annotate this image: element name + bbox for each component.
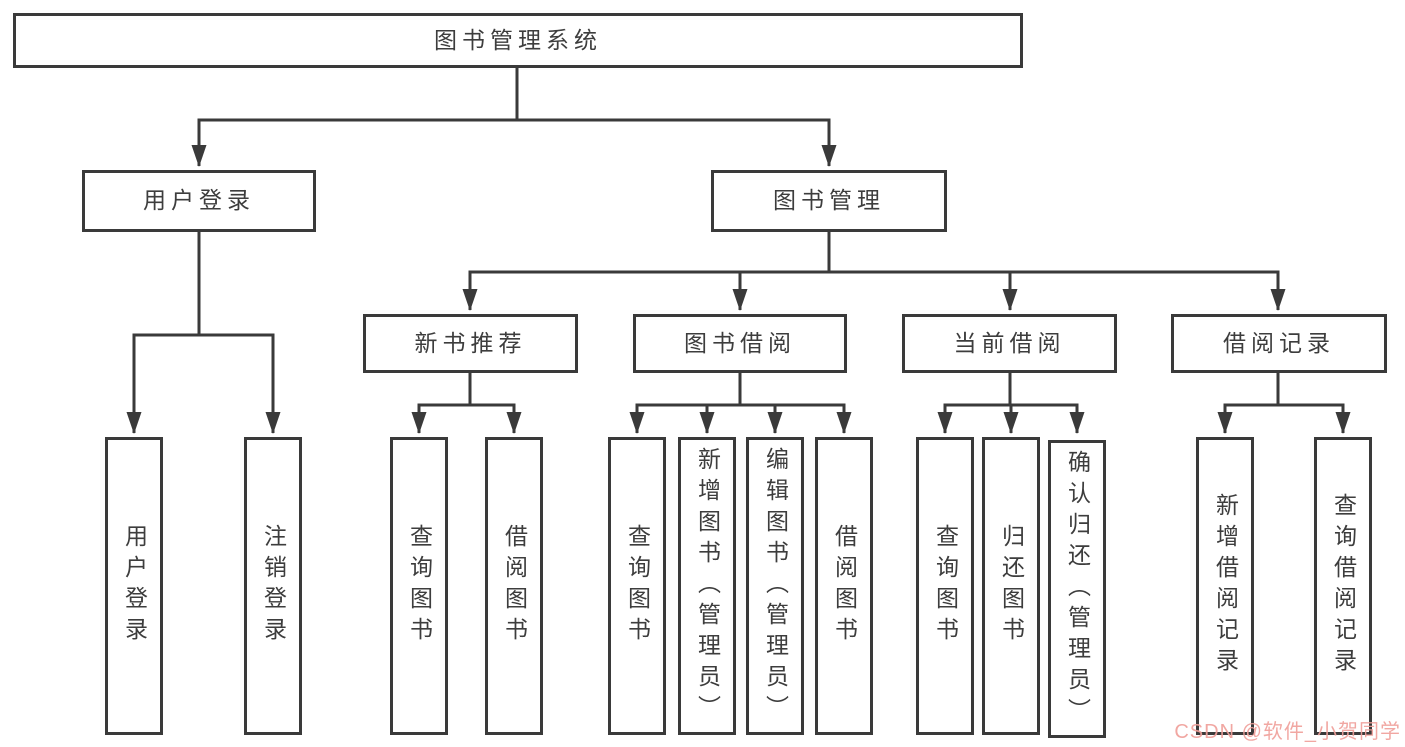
node-label: 借阅记录 xyxy=(1223,329,1335,356)
node-user-login: 用户登录 xyxy=(82,170,316,232)
node-label: 确认归还（管理员） xyxy=(1064,449,1091,729)
leaf-borrow-books: 借阅图书 xyxy=(815,437,873,735)
node-label: 图书管理系统 xyxy=(434,26,602,53)
node-label: 用户登录 xyxy=(143,187,255,214)
node-label: 查询图书 xyxy=(406,524,433,648)
node-label: 图书借阅 xyxy=(684,329,796,356)
leaf-confirm-return-admin: 确认归还（管理员） xyxy=(1048,440,1106,738)
node-label: 编辑图书（管理员） xyxy=(762,446,789,726)
leaf-query-books-recommend: 查询图书 xyxy=(390,437,448,735)
node-root-system: 图书管理系统 xyxy=(13,13,1023,68)
node-label: 当前借阅 xyxy=(953,329,1066,356)
node-new-book-recommend: 新书推荐 xyxy=(363,314,578,373)
leaf-query-books-current: 查询图书 xyxy=(916,437,974,735)
leaf-add-borrow-record: 新增借阅记录 xyxy=(1196,437,1254,735)
node-label: 用户登录 xyxy=(121,524,148,648)
node-label: 新增图书（管理员） xyxy=(694,446,721,726)
node-label: 查询图书 xyxy=(932,524,959,648)
leaf-borrow-books-recommend: 借阅图书 xyxy=(485,437,543,735)
leaf-query-borrow-record: 查询借阅记录 xyxy=(1314,437,1372,735)
node-label: 查询图书 xyxy=(624,524,651,648)
node-label: 图书管理 xyxy=(773,187,885,214)
leaf-logout: 注销登录 xyxy=(244,437,302,735)
node-label: 注销登录 xyxy=(260,524,287,648)
node-label: 归还图书 xyxy=(998,524,1025,648)
node-book-management: 图书管理 xyxy=(711,170,947,232)
node-label: 查询借阅记录 xyxy=(1330,493,1357,679)
node-current-borrow: 当前借阅 xyxy=(902,314,1117,373)
node-label: 新增借阅记录 xyxy=(1212,493,1239,679)
leaf-user-login: 用户登录 xyxy=(105,437,163,735)
leaf-add-book-admin: 新增图书（管理员） xyxy=(678,437,736,735)
csdn-watermark: CSDN @软件_小贺同学 xyxy=(1174,721,1401,743)
leaf-edit-book-admin: 编辑图书（管理员） xyxy=(746,437,804,735)
node-label: 借阅图书 xyxy=(831,524,858,648)
node-label: 新书推荐 xyxy=(414,329,527,356)
node-book-borrow: 图书借阅 xyxy=(633,314,847,373)
leaf-query-books-borrow: 查询图书 xyxy=(608,437,666,735)
node-borrow-record: 借阅记录 xyxy=(1171,314,1387,373)
node-label: 借阅图书 xyxy=(501,524,528,648)
leaf-return-book: 归还图书 xyxy=(982,437,1040,735)
